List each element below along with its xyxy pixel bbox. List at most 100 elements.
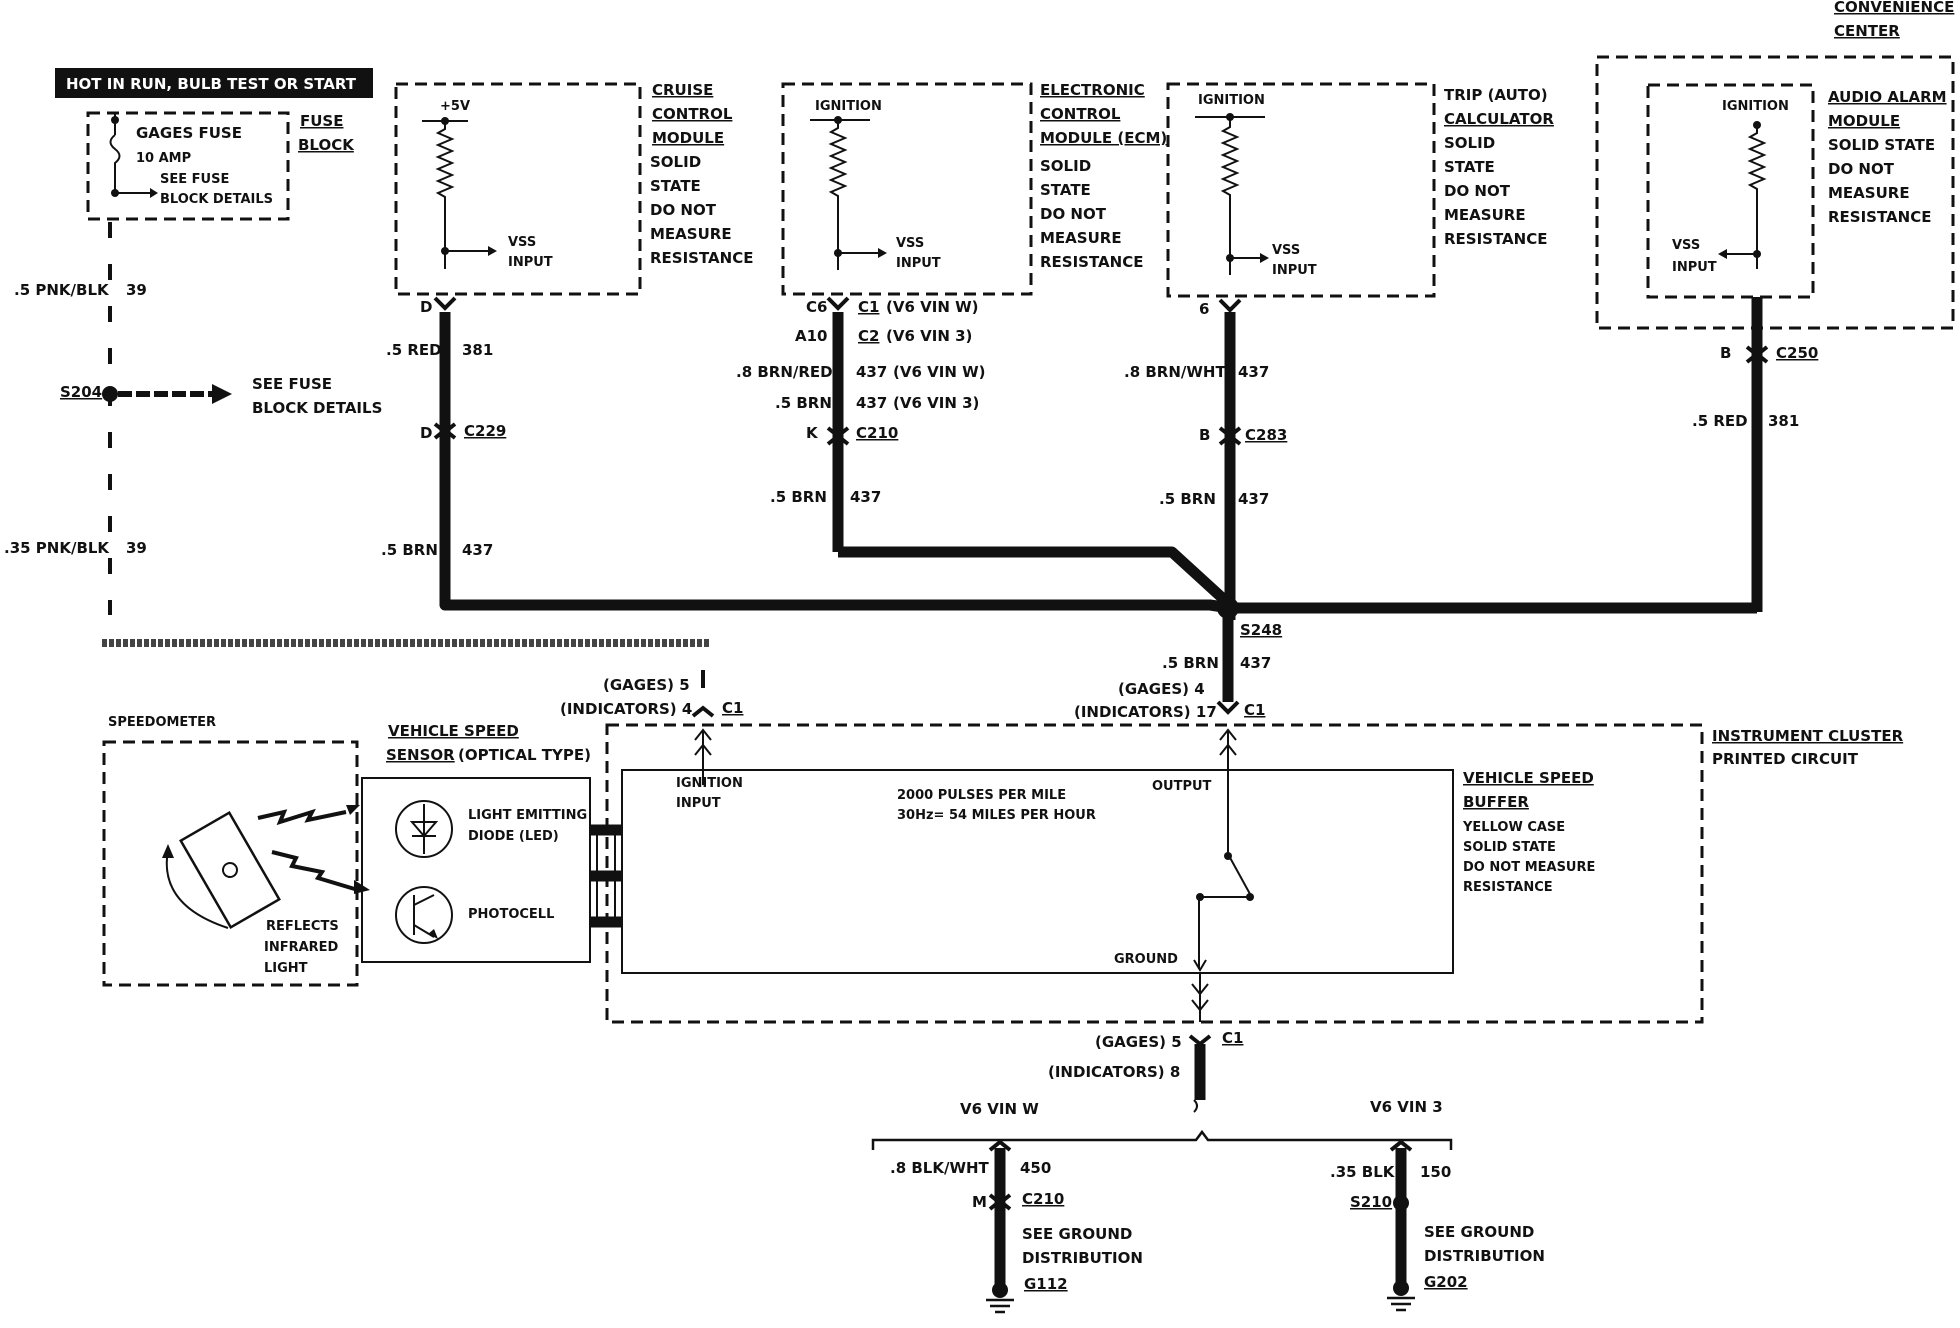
ground-conn: C1: [1222, 1029, 1243, 1047]
ground-indicators: (INDICATORS) 8: [1048, 1063, 1180, 1081]
vin-w-label: V6 VIN W: [960, 1100, 1039, 1118]
ecm-wire-note-2: (V6 VIN 3): [893, 394, 979, 412]
cruise-vss-1: VSS: [508, 235, 536, 250]
right-see-ground-2: DISTRIBUTION: [1424, 1247, 1545, 1265]
buffer-desc-2: SOLID STATE: [1463, 840, 1556, 855]
photocell-label: PHOTOCELL: [468, 907, 554, 922]
ecm-conn-1: C1: [858, 298, 879, 316]
c283-pin: B: [1199, 426, 1210, 444]
trip-desc-2: STATE: [1444, 158, 1495, 176]
vin-3-label: V6 VIN 3: [1370, 1098, 1443, 1116]
see-fuse-1: SEE FUSE: [252, 375, 332, 393]
alarm-supply: IGNITION: [1722, 99, 1789, 114]
fuse-details: BLOCK DETAILS: [160, 192, 273, 207]
ecm-resistor: [828, 120, 848, 270]
ground-gages: (GAGES) 5: [1095, 1033, 1182, 1051]
convenience-center-2: CENTER: [1834, 22, 1900, 40]
ecm-vss-2: INPUT: [896, 256, 941, 271]
left-ground-connector: [988, 1193, 1012, 1211]
trip-supply: IGNITION: [1198, 93, 1265, 108]
light-beam-1: [257, 808, 347, 826]
led-icon: [395, 800, 453, 858]
ground-g202-symbol: [1387, 1296, 1415, 1312]
c229-pin: D: [420, 424, 432, 442]
ecm-pin-1: C6: [806, 298, 827, 316]
vss-title-1: VEHICLE SPEED: [388, 722, 519, 740]
cruise-desc-1: SOLID: [650, 153, 701, 171]
junction-wire-circuit: 437: [1240, 654, 1271, 672]
connector-c210: [826, 426, 850, 446]
left-see-ground-1: SEE GROUND: [1022, 1225, 1132, 1243]
trip-wire-gauge-2: .5 BRN: [1159, 490, 1216, 508]
alarm-vss-1: VSS: [1672, 238, 1700, 253]
cruise-title-2: CONTROL: [652, 105, 733, 123]
cruise-vss-2: INPUT: [508, 255, 553, 270]
cruise-module-box: [394, 82, 642, 296]
connector-c250: [1745, 345, 1769, 364]
alarm-vss-2: INPUT: [1672, 260, 1717, 275]
ign-input-1: IGNITION: [676, 776, 743, 791]
pulse-freq: 30Hz= 54 MILES PER HOUR: [897, 808, 1096, 823]
cruise-wire-gauge-2: .5 BRN: [381, 541, 438, 559]
trip-desc-4: MEASURE: [1444, 206, 1526, 224]
trip-wire-circuit-1: 437: [1238, 363, 1269, 381]
cluster-title-2: PRINTED CIRCUIT: [1712, 750, 1859, 768]
fuse-block-label-2: BLOCK: [298, 136, 355, 154]
cruise-wire-gauge-1: .5 RED: [386, 341, 442, 359]
trip-desc-1: SOLID: [1444, 134, 1495, 152]
ecm-wire-circuit-3: 437: [850, 488, 881, 506]
splice-s204-label: S204: [60, 383, 102, 401]
ecm-pin-2: A10: [795, 327, 827, 345]
connector-c283: [1218, 426, 1242, 446]
led-label-1: LIGHT EMITTING: [468, 808, 587, 823]
junction-gages: (GAGES) 4: [1118, 680, 1205, 698]
alarm-desc-4: RESISTANCE: [1828, 208, 1931, 226]
ecm-wire-gauge-3: .5 BRN: [770, 488, 827, 506]
rotation-arrow: [165, 849, 229, 929]
cruise-wire-circuit-2: 437: [462, 541, 493, 559]
left-ground-circuit: 450: [1020, 1159, 1051, 1177]
buffer-title-1: VEHICLE SPEED: [1463, 769, 1594, 787]
c283-label: C283: [1245, 426, 1287, 444]
ecm-wire-gauge-2: .5 BRN: [775, 394, 832, 412]
alarm-resistor: [1747, 125, 1767, 269]
splice-s210: [1393, 1195, 1409, 1211]
buffer-desc-1: YELLOW CASE: [1462, 820, 1565, 835]
see-fuse-arrow: [212, 384, 232, 404]
left-ground-pin: M: [972, 1193, 987, 1211]
left-ground-gauge: .8 BLK/WHT: [890, 1159, 990, 1177]
ground-g202-label: G202: [1424, 1273, 1468, 1291]
alarm-title-2: MODULE: [1828, 112, 1900, 130]
hot-banner: HOT IN RUN, BULB TEST OR START: [66, 75, 357, 93]
trip-wire-circuit-2: 437: [1238, 490, 1269, 508]
photocell-icon: [395, 886, 453, 944]
trip-title-1: TRIP (AUTO): [1444, 86, 1548, 104]
ecm-desc-1: SOLID: [1040, 157, 1091, 175]
ign-indicators: (INDICATORS) 4: [560, 700, 692, 718]
left-ground-conn: C210: [1022, 1190, 1064, 1208]
light-beam-2: [271, 850, 359, 892]
ecm-conn-2: C2: [858, 327, 879, 345]
fuse-name: GAGES FUSE: [136, 124, 242, 142]
left-wire-circuit-2: 39: [126, 539, 147, 557]
audio-alarm-box: [1646, 83, 1815, 299]
ecm-vss-1: VSS: [896, 236, 924, 251]
reflects-3: LIGHT: [264, 961, 308, 976]
see-fuse-2: BLOCK DETAILS: [252, 399, 382, 417]
buffer-switch: [1198, 770, 1251, 969]
pulse-rate: 2000 PULSES PER MILE: [897, 788, 1066, 803]
vss-title-2: SENSOR: [386, 746, 455, 764]
fuse-rating: 10 AMP: [136, 151, 191, 166]
right-ground-gauge: .35 BLK: [1330, 1163, 1396, 1181]
c250-pin: B: [1720, 344, 1731, 362]
ign-conn: C1: [722, 699, 743, 717]
trip-module-box: [1166, 82, 1436, 298]
cruise-resistor: [435, 121, 455, 269]
ecm-desc-5: RESISTANCE: [1040, 253, 1143, 271]
ign-input-2: INPUT: [676, 796, 721, 811]
trip-desc-3: DO NOT: [1444, 182, 1511, 200]
s210-label: S210: [1350, 1193, 1392, 1211]
ground-g112-dot: [992, 1282, 1008, 1298]
ground-g112-symbol: [986, 1298, 1014, 1314]
